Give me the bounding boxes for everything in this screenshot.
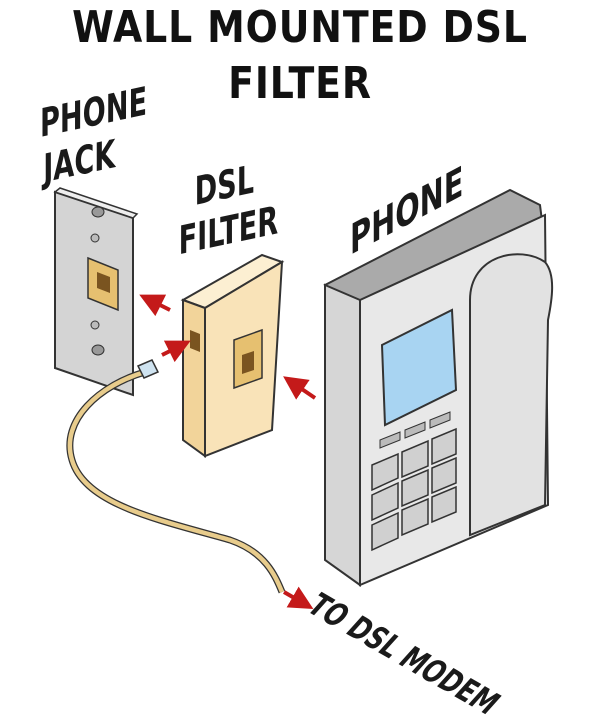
- label-dsl-filter-line2: FILTER: [179, 197, 279, 263]
- phone-jack-plate: [53, 187, 139, 397]
- diagram-title: WALL MOUNTED DSL FILTER: [72, 2, 528, 109]
- handset: [469, 253, 554, 537]
- arrow-to-modem: [282, 586, 314, 610]
- label-to-modem: TO DSL MODEM: [300, 587, 508, 721]
- arrow-filter-to-jack: [139, 294, 171, 317]
- label-phone-jack: PHONE JACK: [40, 79, 147, 192]
- telephone: [323, 188, 554, 587]
- arrow-cord-to-filter: [161, 340, 191, 363]
- label-dsl-filter: DSL FILTER: [179, 157, 279, 264]
- rj11-connector: [136, 359, 160, 379]
- dsl-filter-box: [180, 253, 285, 458]
- label-to-modem-text: TO DSL MODEM: [300, 587, 508, 721]
- arrow-phone-to-filter: [283, 376, 317, 400]
- phone-screen: [380, 308, 458, 427]
